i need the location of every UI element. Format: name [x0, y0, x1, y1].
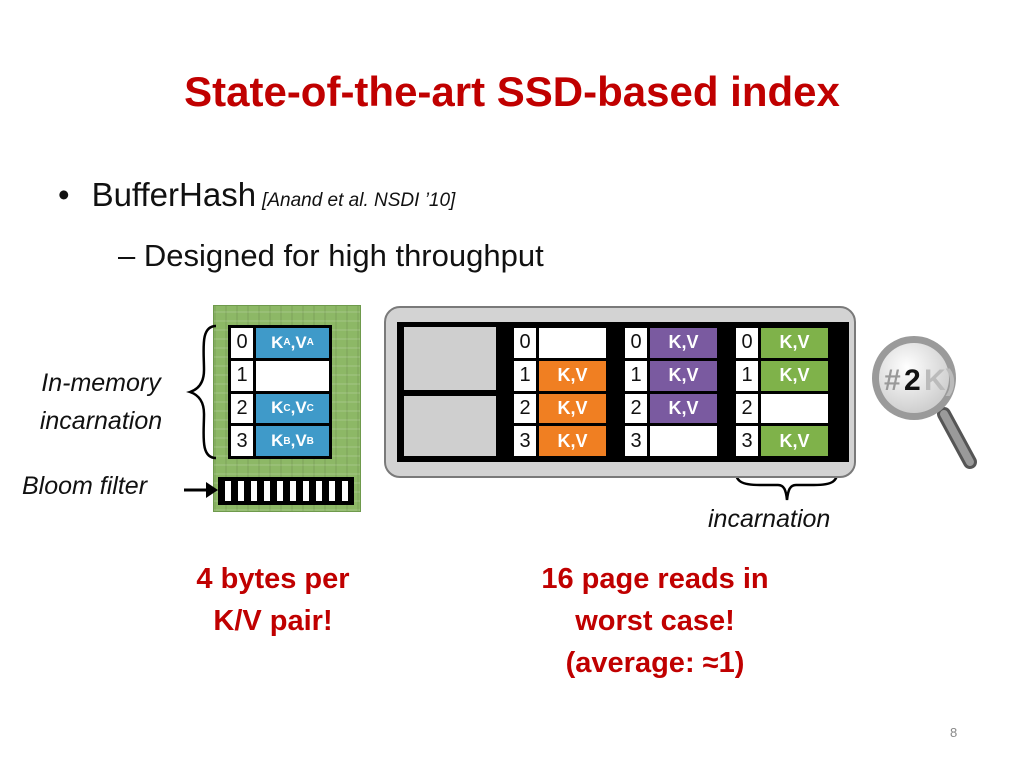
note-bytes-per-pair: 4 bytes per K/V pair!	[196, 563, 350, 637]
kv-cell: K,V	[539, 426, 606, 456]
row-index: 3	[231, 426, 253, 456]
memory-empty-cell	[256, 360, 329, 391]
row-index: 1	[231, 360, 253, 391]
in-memory-label: In-memory incarnation	[39, 369, 163, 435]
row-index: 2	[231, 393, 253, 424]
incarnation-label: incarnation	[708, 505, 831, 533]
empty-cell	[539, 328, 606, 358]
bullet-bufferhash: • BufferHash[Anand et al. NSDI ’10]	[58, 176, 455, 214]
page-number: 8	[950, 725, 958, 740]
row-index: 0	[231, 328, 253, 358]
kv-cell: K,V	[539, 360, 606, 391]
slide-title: State-of-the-art SSD-based index	[184, 68, 840, 115]
bullet-text: BufferHash	[91, 176, 257, 213]
empty-cell	[650, 426, 717, 456]
empty-block	[404, 327, 496, 390]
citation: [Anand et al. NSDI ’10]	[262, 190, 456, 211]
memory-row: 1	[231, 360, 329, 391]
kv-cell: K,V	[761, 426, 828, 456]
svg-text:K): K)	[924, 364, 956, 397]
kv-cell: K,V	[650, 393, 717, 424]
sub-bullet: – Designed for high throughput	[118, 238, 544, 273]
brace-incarnation	[733, 467, 840, 501]
kv-cell: K,V	[539, 393, 606, 424]
empty-cell	[761, 393, 828, 424]
magnifier-hash-icon: # 2 K)	[872, 336, 977, 469]
kv-cell: K,V	[761, 328, 828, 358]
kv-cell: K,V	[761, 360, 828, 391]
empty-block	[404, 396, 496, 456]
bloom-arrow-head	[206, 482, 218, 498]
bullet-dot: •	[58, 176, 70, 213]
brace-in-memory	[186, 324, 217, 460]
svg-text:2: 2	[904, 364, 921, 397]
bloom-filter-bits	[218, 477, 354, 505]
svg-text:#: #	[884, 364, 901, 397]
kv-cell: K,V	[650, 328, 717, 358]
bloom-filter-label: Bloom filter	[22, 472, 148, 500]
ssd-row: 2	[736, 393, 828, 424]
kv-cell: K,V	[650, 360, 717, 391]
note-page-reads: 16 page reads in worst case! (average: ≈…	[541, 563, 769, 679]
ssd-row: 3	[625, 426, 717, 456]
ssd-row: 0	[514, 328, 606, 358]
